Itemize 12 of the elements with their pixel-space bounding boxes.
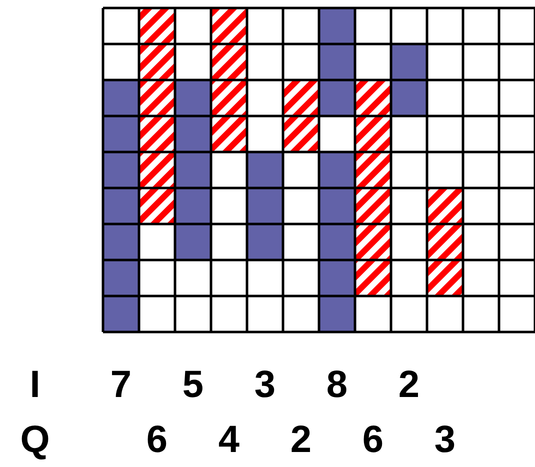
- value-label: 5: [182, 365, 204, 405]
- value-label: 8: [326, 365, 348, 405]
- value-label: 6: [362, 420, 384, 460]
- value-label: 6: [146, 420, 168, 460]
- row-label: I: [30, 365, 40, 405]
- value-label: 2: [290, 420, 312, 460]
- value-label: 4: [218, 420, 240, 460]
- value-label: 3: [254, 365, 276, 405]
- value-label: 3: [434, 420, 456, 460]
- value-label: 2: [398, 365, 420, 405]
- value-label: 7: [110, 365, 132, 405]
- row-label: Q: [20, 420, 50, 460]
